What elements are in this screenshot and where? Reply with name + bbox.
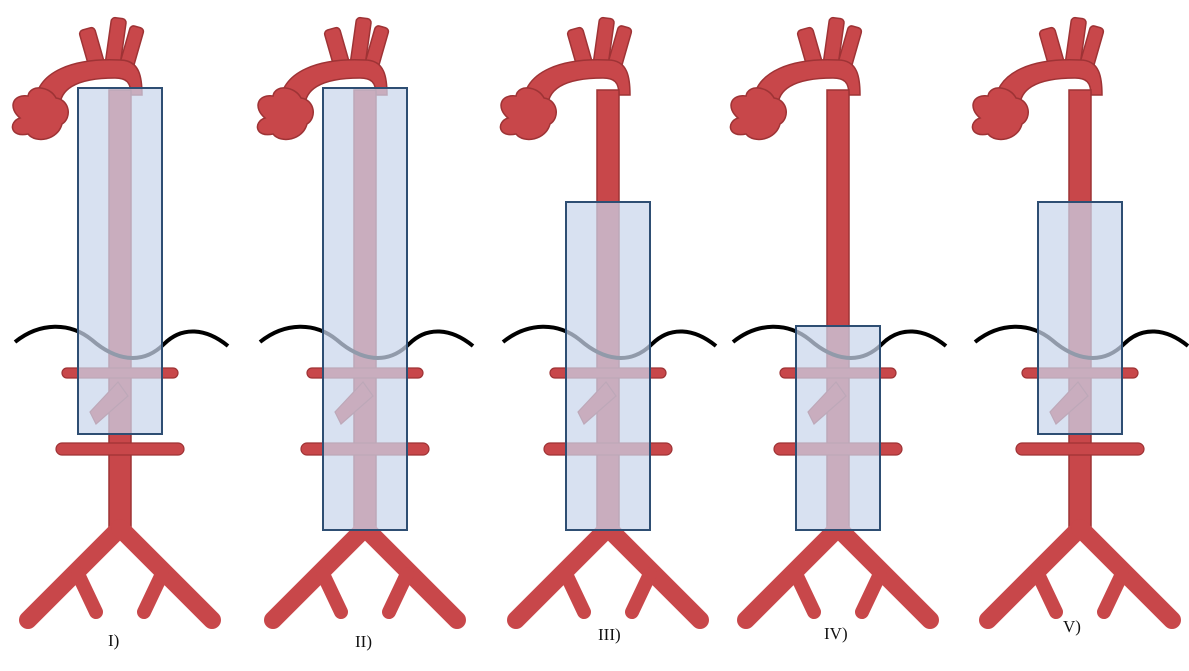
left-internal-iliac — [566, 574, 584, 612]
panel-label: V) — [1063, 617, 1081, 637]
right-internal-iliac — [389, 574, 407, 612]
panel-label: IV) — [824, 624, 848, 644]
panel-2 — [257, 17, 473, 620]
left-internal-iliac — [796, 574, 814, 612]
right-internal-iliac — [1104, 574, 1122, 612]
panel-5 — [972, 17, 1188, 620]
extent-box — [796, 326, 880, 530]
extent-box — [566, 202, 650, 530]
right-internal-iliac — [144, 574, 162, 612]
panel-1 — [12, 17, 228, 620]
panel-label: II) — [355, 632, 372, 652]
right-internal-iliac — [862, 574, 880, 612]
lower-branch-arteries — [1016, 443, 1144, 455]
panel-label: III) — [598, 625, 621, 645]
left-internal-iliac — [323, 574, 341, 612]
left-internal-iliac — [78, 574, 96, 612]
left-internal-iliac — [1038, 574, 1056, 612]
panel-4 — [730, 17, 946, 620]
panel-label: I) — [108, 631, 119, 651]
panel-3 — [500, 17, 716, 620]
extent-box — [1038, 202, 1122, 434]
extent-box — [78, 88, 162, 434]
right-internal-iliac — [632, 574, 650, 612]
lower-branch-arteries — [56, 443, 184, 455]
extent-box — [323, 88, 407, 530]
